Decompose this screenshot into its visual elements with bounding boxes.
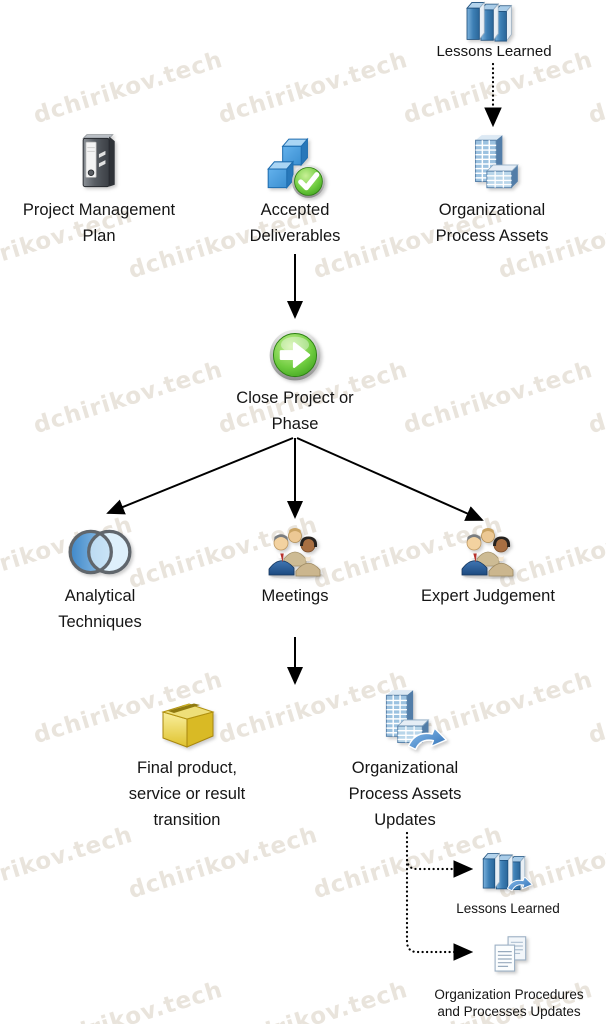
label-lessons-learned-output: Lessons Learned xyxy=(456,901,560,916)
package-box-icon xyxy=(162,703,214,748)
label-meetings: Meetings xyxy=(261,587,329,605)
people-group-icon xyxy=(461,527,515,580)
arrow-opaupdates-to-lessons xyxy=(405,831,474,878)
books-update-icon xyxy=(482,853,533,892)
binder-icon xyxy=(82,134,116,188)
label-expert-judgement: Expert Judgement xyxy=(421,587,555,605)
label-project-management-plan: Project Management Plan xyxy=(22,201,176,245)
label-final-product-transition: Final product, service or result transit… xyxy=(128,759,246,829)
cubes-check-icon xyxy=(259,136,329,200)
label-analytical-techniques: Analytical Techniques xyxy=(58,587,142,631)
arrow-close-to-expert xyxy=(296,437,484,521)
label-organizational-process-assets: Organizational Process Assets xyxy=(435,201,549,245)
building-icon xyxy=(474,134,519,189)
label-opa-updates: Organizational Process Assets Updates xyxy=(348,759,462,829)
label-org-procedures-updates: Organization Procedures and Processes Up… xyxy=(434,987,584,1019)
books-icon xyxy=(466,2,512,42)
venn-diagram-icon xyxy=(68,529,132,575)
people-group-icon xyxy=(268,527,322,580)
documents-icon xyxy=(494,936,527,972)
label-close-project-or-phase: Close Project or Phase xyxy=(236,389,354,433)
label-lessons-learned-input: Lessons Learned xyxy=(436,43,552,60)
green-arrow-circle-icon xyxy=(268,328,322,382)
building-update-icon xyxy=(385,689,448,751)
arrow-opaupdates-to-procedures xyxy=(405,858,474,961)
label-accepted-deliverables: Accepted Deliverables xyxy=(249,201,341,245)
arrow-close-to-analytical xyxy=(106,437,294,515)
